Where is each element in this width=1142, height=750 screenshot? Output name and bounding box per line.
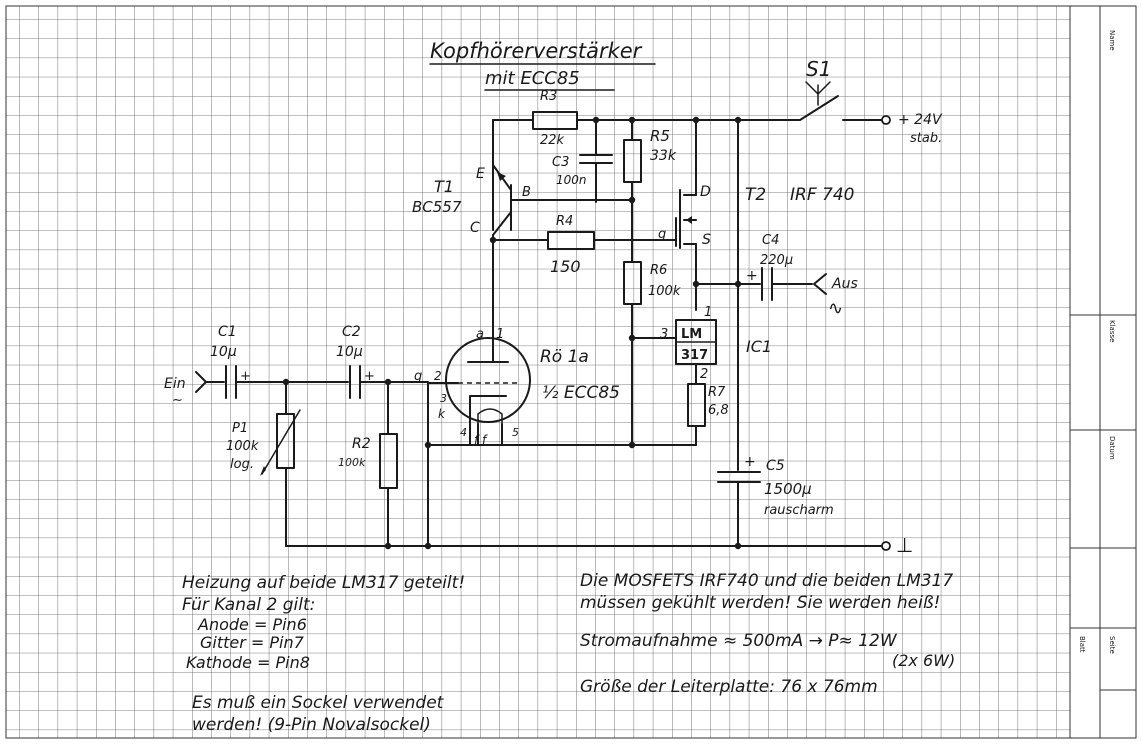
output-wave: ∿ xyxy=(828,298,843,319)
c5-value: 1500µ xyxy=(764,480,812,498)
note-right-4: (2x 6W) xyxy=(892,651,955,670)
title-block-date: Datum xyxy=(1108,436,1116,460)
output-label: Aus xyxy=(831,276,858,292)
c1-name: C1 xyxy=(218,324,237,340)
r6-name: R6 xyxy=(650,263,667,278)
ic1-name: IC1 xyxy=(746,337,772,356)
note-left-4: Gitter = Pin7 xyxy=(200,633,305,652)
c1-value: 10µ xyxy=(210,344,237,360)
note-right-2: müssen gekühlt werden! Sie werden heiß! xyxy=(580,593,940,613)
title-block-page: Seite xyxy=(1108,636,1116,654)
title-block-name: Name xyxy=(1108,30,1116,51)
r5-value: 33k xyxy=(650,148,677,164)
note-left-2: Für Kanal 2 gilt: xyxy=(182,595,315,615)
input-wave: ∼ xyxy=(172,393,183,408)
notes-right: Die MOSFETS IRF740 und die beiden LM317 … xyxy=(580,571,955,697)
t1-collector: C xyxy=(470,220,480,236)
t2-source: S xyxy=(702,232,711,248)
tube-pin-a: a xyxy=(476,327,484,342)
title-block: Name Klasse Datum Blatt Seite xyxy=(1069,5,1137,739)
note-left-7: werden! (9-Pin Novalsockel) xyxy=(192,715,431,735)
c2-plus: + xyxy=(364,369,375,384)
t2-type: IRF 740 xyxy=(790,185,854,205)
schematic-title: Kopfhörerverstärker mit ECC85 xyxy=(429,39,656,91)
c3-value: 100n xyxy=(556,173,587,187)
c5-plus: + xyxy=(744,454,756,470)
t2-gate: g xyxy=(658,227,666,242)
wiring xyxy=(195,81,891,551)
c2-name: C2 xyxy=(342,324,361,340)
tube-pin-f: f f xyxy=(474,433,488,447)
p1-note: log. xyxy=(230,457,254,472)
tube-type: ½ ECC85 xyxy=(542,383,620,403)
t1-emitter: E xyxy=(476,166,485,182)
tube-pin-4: 4 xyxy=(460,426,467,439)
ic1-pin1: 1 xyxy=(704,305,712,320)
r3-value: 22k xyxy=(540,133,565,148)
note-left-3: Anode = Pin6 xyxy=(197,615,307,634)
title-block-sheet: Blatt xyxy=(1078,636,1086,653)
title-line1: Kopfhörerverstärker xyxy=(430,39,643,63)
r7-value: 6,8 xyxy=(708,403,729,418)
tube-pin-k: k xyxy=(438,407,446,421)
t1-base: B xyxy=(522,185,531,200)
c5-note: rauscharm xyxy=(764,503,834,518)
p1-name: P1 xyxy=(232,421,248,436)
note-left-1: Heizung auf beide LM317 geteilt! xyxy=(182,573,465,593)
tube-pin-g: g xyxy=(414,369,422,384)
title-line2: mit ECC85 xyxy=(485,68,580,89)
title-block-class: Klasse xyxy=(1108,320,1116,342)
note-right-1: Die MOSFETS IRF740 und die beiden LM317 xyxy=(580,571,953,591)
note-left-5: Kathode = Pin8 xyxy=(186,653,310,672)
r2-value: 100k xyxy=(338,456,366,469)
ic1-text2: 317 xyxy=(681,348,708,363)
supply-label: + 24V xyxy=(898,112,943,128)
notes-left: Heizung auf beide LM317 geteilt! Für Kan… xyxy=(182,573,465,735)
r3-name: R3 xyxy=(540,89,557,104)
r4-value: 150 xyxy=(550,257,581,276)
t1-type: BC557 xyxy=(412,198,462,216)
c1-plus: + xyxy=(240,369,251,384)
c2-value: 10µ xyxy=(336,344,363,360)
ic1-pin2: 2 xyxy=(700,367,708,382)
c4-name: C4 xyxy=(762,233,779,248)
note-left-6: Es muß ein Sockel verwendet xyxy=(192,693,445,713)
c4-value: 220µ xyxy=(760,253,793,268)
tube-pin-2: 2 xyxy=(434,369,442,383)
note-right-5: Größe der Leiterplatte: 76 x 76mm xyxy=(580,677,878,697)
r7-name: R7 xyxy=(708,385,726,400)
ic1-pin3: 3 xyxy=(660,327,668,342)
p1-value: 100k xyxy=(226,439,259,454)
component-labels: R3 22k C3 100n R5 33k T1 BC557 E B C R4 … xyxy=(164,57,943,557)
t2-drain: D xyxy=(700,184,711,200)
tube-name: Rö 1a xyxy=(540,347,589,367)
r4-name: R4 xyxy=(556,214,573,229)
input-label: Ein xyxy=(164,376,186,392)
tube-pin-1: 1 xyxy=(496,327,504,342)
ic1-text1: LM xyxy=(681,327,702,342)
tube-pin-3: 3 xyxy=(440,392,447,405)
note-right-3: Stromaufnahme ≈ 500mA → P≈ 12W xyxy=(580,631,898,651)
r6-value: 100k xyxy=(648,284,681,299)
tube-pin-5: 5 xyxy=(512,426,519,439)
ground-symbol: ⊥ xyxy=(896,533,913,557)
t2-name: T2 xyxy=(745,185,766,205)
supply-note: stab. xyxy=(910,131,942,146)
c3-name: C3 xyxy=(552,155,569,170)
c4-plus: + xyxy=(746,268,758,284)
r2-name: R2 xyxy=(352,436,371,452)
s1-name: S1 xyxy=(806,57,831,81)
t1-name: T1 xyxy=(434,177,454,196)
r5-name: R5 xyxy=(650,127,670,145)
c5-name: C5 xyxy=(766,458,785,474)
